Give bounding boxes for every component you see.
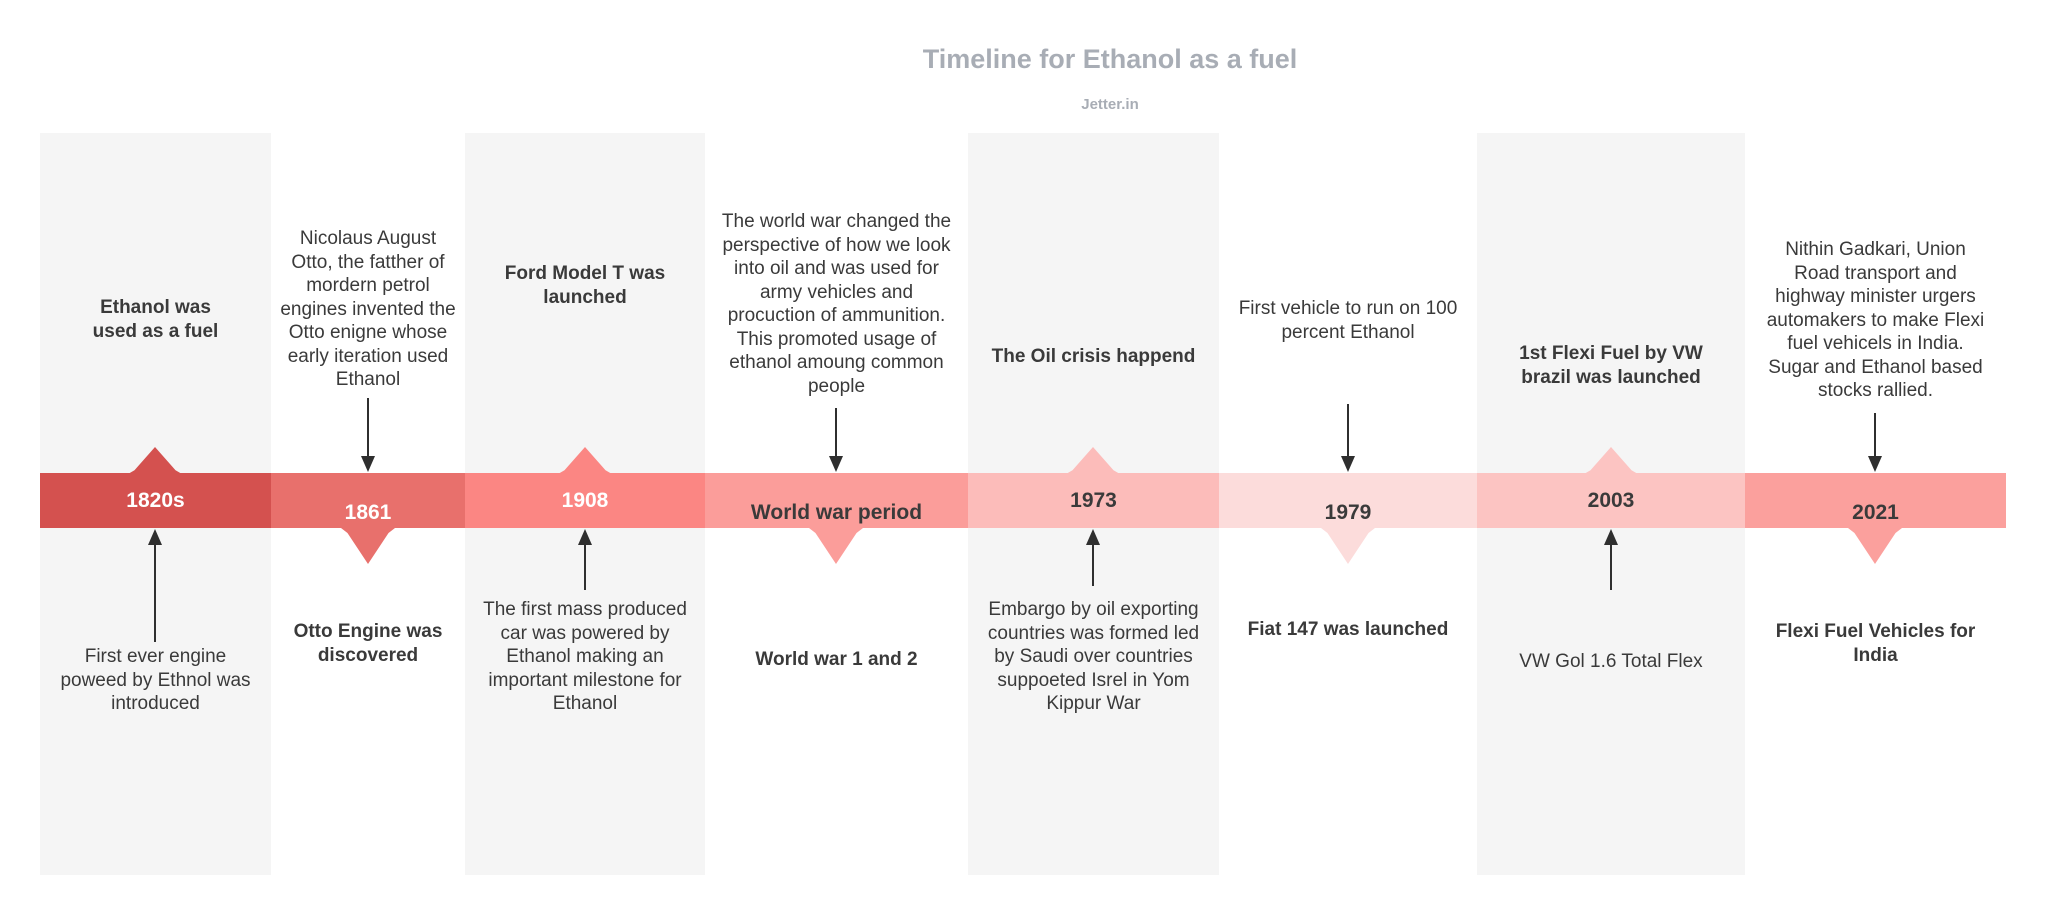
timeline-bar-segment: 2003	[1477, 473, 1745, 528]
event-description: First ever engine poweed by Ethnol was i…	[60, 646, 251, 714]
arrow-line	[584, 542, 586, 590]
event-description: First vehicle to run on 100 percent Etha…	[1238, 298, 1458, 343]
year-label: 1979	[1324, 501, 1372, 524]
event-title: Flexi Fuel Vehicles for India	[1775, 621, 1976, 666]
year-label: 1820s	[126, 489, 185, 512]
timeline-bar-segment: 1861	[271, 473, 465, 528]
timeline-bar-segment: 1908	[465, 473, 705, 528]
page-subtitle: Jetter.in	[1081, 96, 1139, 113]
arrow-up-icon	[1604, 529, 1618, 545]
arrow-line	[154, 542, 156, 642]
year-label: 2003	[1587, 489, 1635, 512]
event-description: Nicolaus August Otto, the fatther of mor…	[280, 228, 456, 390]
event-description: Embargo by oil exporting countries was f…	[987, 599, 1200, 714]
event-title: Otto Engine was discovered	[293, 621, 443, 666]
marker-down-icon	[809, 528, 863, 564]
page-title: Timeline for Ethanol as a fuel	[922, 44, 1298, 74]
timeline-bar-segment: 1979	[1219, 473, 1477, 528]
arrow-down-icon	[1868, 456, 1882, 472]
timeline-bar-segment: 2021	[1745, 473, 2006, 528]
year-label: 1973	[1070, 489, 1117, 512]
event-title: The Oil crisis happend	[991, 346, 1196, 367]
event-title: Ethanol was used as a fuel	[92, 297, 219, 342]
arrow-up-icon	[1086, 529, 1100, 545]
year-label: 1908	[561, 489, 609, 512]
marker-down-icon	[1848, 528, 1902, 564]
event-title: Ford Model T was launched	[504, 263, 666, 308]
year-label: 1861	[344, 501, 392, 524]
event-title: World war 1 and 2	[755, 649, 918, 670]
arrow-line	[1610, 542, 1612, 590]
timeline-bar-segment: 1820s	[40, 473, 271, 528]
marker-down-icon	[341, 528, 395, 564]
arrow-line	[835, 408, 837, 459]
arrow-up-icon	[578, 529, 592, 545]
arrow-down-icon	[361, 456, 375, 472]
arrow-line	[1092, 542, 1094, 586]
event-description: VW Gol 1.6 Total Flex	[1519, 651, 1703, 672]
arrow-line	[1874, 413, 1876, 459]
arrow-up-icon	[148, 529, 162, 545]
arrow-line	[1347, 404, 1349, 459]
event-description: Nithin Gadkari, Union Road transport and…	[1766, 239, 1985, 401]
arrow-line	[367, 398, 369, 459]
marker-down-icon	[1321, 528, 1375, 564]
event-title: 1st Flexi Fuel by VW brazil was launched	[1519, 343, 1703, 388]
arrow-down-icon	[829, 456, 843, 472]
year-label: World war period	[750, 501, 923, 524]
timeline-bar-segment: World war period	[705, 473, 968, 528]
year-label: 2021	[1852, 501, 1899, 524]
event-title: Fiat 147 was launched	[1247, 619, 1449, 640]
arrow-down-icon	[1341, 456, 1355, 472]
event-description: The first mass produced car was powered …	[483, 599, 687, 714]
timeline-bar-segment: 1973	[968, 473, 1219, 528]
event-description: The world war changed the perspective of…	[721, 211, 952, 397]
